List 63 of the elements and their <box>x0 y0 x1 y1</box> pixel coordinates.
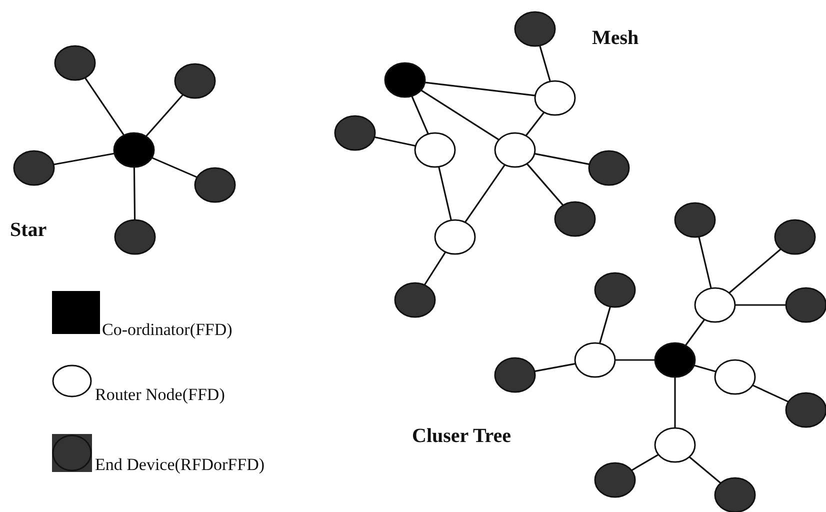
legend-label: Router Node(FFD) <box>95 385 225 405</box>
link-line <box>525 112 545 136</box>
router-node <box>434 219 476 255</box>
link-line <box>420 90 500 140</box>
link-line <box>534 362 576 372</box>
router-node <box>654 427 696 463</box>
end-device-node <box>194 167 236 203</box>
link-line <box>674 377 676 428</box>
end-device-node <box>714 477 756 512</box>
link-line <box>735 304 786 306</box>
link-line <box>728 248 782 294</box>
router-node <box>694 287 736 323</box>
end-device-node <box>785 287 826 323</box>
link-line <box>684 319 706 346</box>
end-device-node <box>588 150 630 186</box>
end-device-node <box>394 282 436 318</box>
topology-title: Star <box>10 219 47 242</box>
link-line <box>133 167 136 220</box>
link-line <box>694 364 716 372</box>
coordinator-node <box>384 62 426 98</box>
router-node <box>494 132 536 168</box>
coordinator-node <box>654 342 696 378</box>
link-line <box>424 252 446 286</box>
link-line <box>526 163 564 206</box>
link-line <box>411 96 429 134</box>
topology-title: Mesh <box>592 27 639 50</box>
end-device-node <box>594 462 636 498</box>
end-device-node <box>174 63 216 99</box>
link-line <box>631 454 659 472</box>
link-line <box>464 164 506 223</box>
end-device-node <box>54 45 96 81</box>
topology-title: Cluser Tree <box>412 425 512 448</box>
link-line <box>84 77 125 136</box>
end-device-node <box>594 272 636 308</box>
end-device-node <box>774 219 816 255</box>
link-line <box>374 136 416 147</box>
end-device-node <box>554 201 596 237</box>
end-device-node <box>785 392 826 428</box>
link-line <box>615 359 655 361</box>
link-line <box>752 384 789 403</box>
router-node <box>414 132 456 168</box>
link-line <box>424 82 536 96</box>
link-line <box>151 156 198 178</box>
link-line <box>534 152 590 166</box>
link-line <box>438 166 452 220</box>
link-line <box>539 45 551 82</box>
end-device-node <box>674 202 716 238</box>
coordinator-node <box>113 132 155 168</box>
end-device-node <box>334 115 376 151</box>
router-node <box>534 80 576 116</box>
end-device-node <box>114 219 156 255</box>
link-line <box>598 306 612 344</box>
legend-label: Co-ordinator(FFD) <box>102 320 232 340</box>
legend-label: End Device(RFDorFFD) <box>95 455 265 475</box>
end-device-node <box>13 150 55 186</box>
end-device-node <box>494 357 536 393</box>
end-device-node <box>514 11 556 47</box>
link-line <box>145 94 184 137</box>
link-line <box>53 152 115 166</box>
router-node <box>574 342 616 378</box>
link-line <box>698 236 712 288</box>
link-line <box>688 456 722 484</box>
router-node <box>714 359 756 395</box>
